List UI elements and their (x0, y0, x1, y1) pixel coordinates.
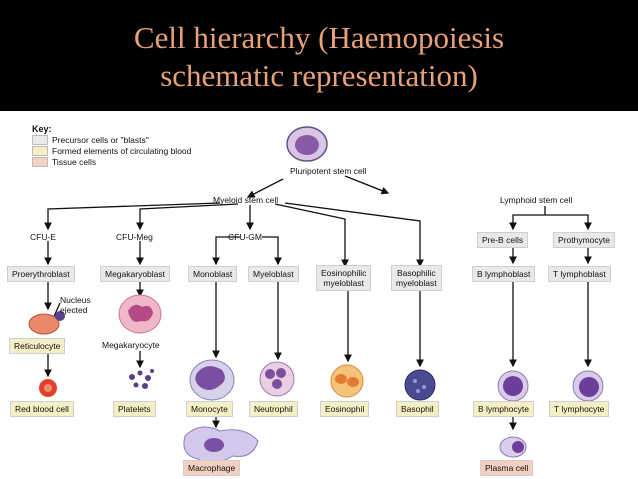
key-label: Tissue cells (52, 156, 97, 167)
key-item: Precursor cells or "blasts" (32, 134, 191, 145)
eosinophil-image (330, 364, 364, 398)
pre-b-cells-box: Pre-B cells (477, 232, 529, 248)
platelets-box: Platelets (113, 401, 156, 417)
pluripotent-stem-cell-image (286, 126, 328, 162)
nucleus-line2: ejected (60, 305, 88, 315)
key-label: Formed elements of circulating blood (52, 145, 192, 156)
key-swatch-blasts (32, 134, 48, 145)
key-swatch-blood (32, 145, 48, 156)
lymphoid-stem-cell-label: Lymphoid stem cell (500, 195, 573, 205)
eosinophil-box: Eosinophil (320, 401, 370, 417)
b-lymphoblast-box: B lymphoblast (472, 266, 536, 282)
key-item: Tissue cells (32, 156, 191, 167)
basophil-box: Basophil (396, 401, 439, 417)
plasma-cell-image (499, 436, 527, 458)
proerythroblast-box: Proerythroblast (7, 266, 75, 282)
cfu-e-label: CFU-E (30, 232, 56, 242)
cfu-gm-label: CFU-GM (228, 232, 262, 242)
b-lymphocyte-box: B lymphocyte (473, 401, 535, 417)
key-swatch-tissue (32, 156, 48, 167)
megakaryoblast-box: Megakaryoblast (100, 266, 171, 282)
monoblast-box: Monoblast (188, 266, 238, 282)
t-lymphocyte-box: T lymphocyte (549, 401, 610, 417)
plasma-cell-box: Plasma cell (480, 460, 534, 476)
haemopoiesis-diagram: Key: Precursor cells or "blasts" Formed … (0, 111, 638, 479)
basophilic-line1: Basophilic (396, 268, 436, 278)
pluripotent-stem-cell-label: Pluripotent stem cell (290, 166, 367, 176)
red-blood-cell-box: Red blood cell (10, 401, 74, 417)
megakaryocyte-image (118, 294, 162, 334)
reticulocyte-image (28, 313, 60, 335)
nucleus-line1: Nucleus (60, 295, 91, 305)
t-lymphoblast-box: T lymphoblast (548, 266, 611, 282)
myeloid-stem-cell-label: Myeloid stem cell (213, 195, 279, 205)
key-legend: Key: Precursor cells or "blasts" Formed … (32, 124, 191, 167)
cfu-meg-label: CFU-Meg (116, 232, 153, 242)
myeloblast-box: Myeloblast (248, 266, 299, 282)
red-blood-cell-image (39, 379, 57, 397)
neutrophil-image (259, 361, 295, 397)
neutrophil-box: Neutrophil (249, 401, 298, 417)
megakaryocyte-label: Megakaryocyte (102, 340, 160, 350)
b-lymphocyte-image (497, 370, 529, 402)
prothymocyte-box: Prothymocyte (553, 232, 615, 248)
eosinophilic-line2: myeloblast (323, 278, 364, 288)
reticulocyte-box: Reticulocyte (9, 338, 66, 354)
monocyte-box: Monocyte (186, 401, 233, 417)
slide-title: Cell hierarchy (Haemopoiesis schematic r… (0, 0, 638, 110)
nucleus-ejected-image (55, 311, 65, 321)
t-lymphocyte-image (572, 370, 604, 402)
key-item: Formed elements of circulating blood (32, 145, 191, 156)
monocyte-image (189, 359, 235, 401)
nucleus-ejected-label: Nucleus ejected (60, 295, 91, 315)
macrophage-box: Macrophage (183, 460, 241, 476)
key-label: Precursor cells or "blasts" (52, 134, 149, 145)
diagram-connectors (28, 126, 604, 464)
platelets-image (129, 369, 154, 389)
basophilic-myeloblast-box: Basophilic myeloblast (391, 265, 442, 291)
key-heading: Key: (32, 124, 52, 134)
eosinophilic-myeloblast-box: Eosinophilic myeloblast (316, 265, 372, 291)
slide-title-line1: Cell hierarchy (Haemopoiesis (133, 20, 505, 55)
basophil-image (404, 369, 436, 401)
basophilic-line2: myeloblast (396, 278, 437, 288)
macrophage-image (183, 426, 259, 464)
slide-title-line2: schematic representation) (160, 58, 478, 93)
eosinophilic-line1: Eosinophilic (321, 268, 367, 278)
